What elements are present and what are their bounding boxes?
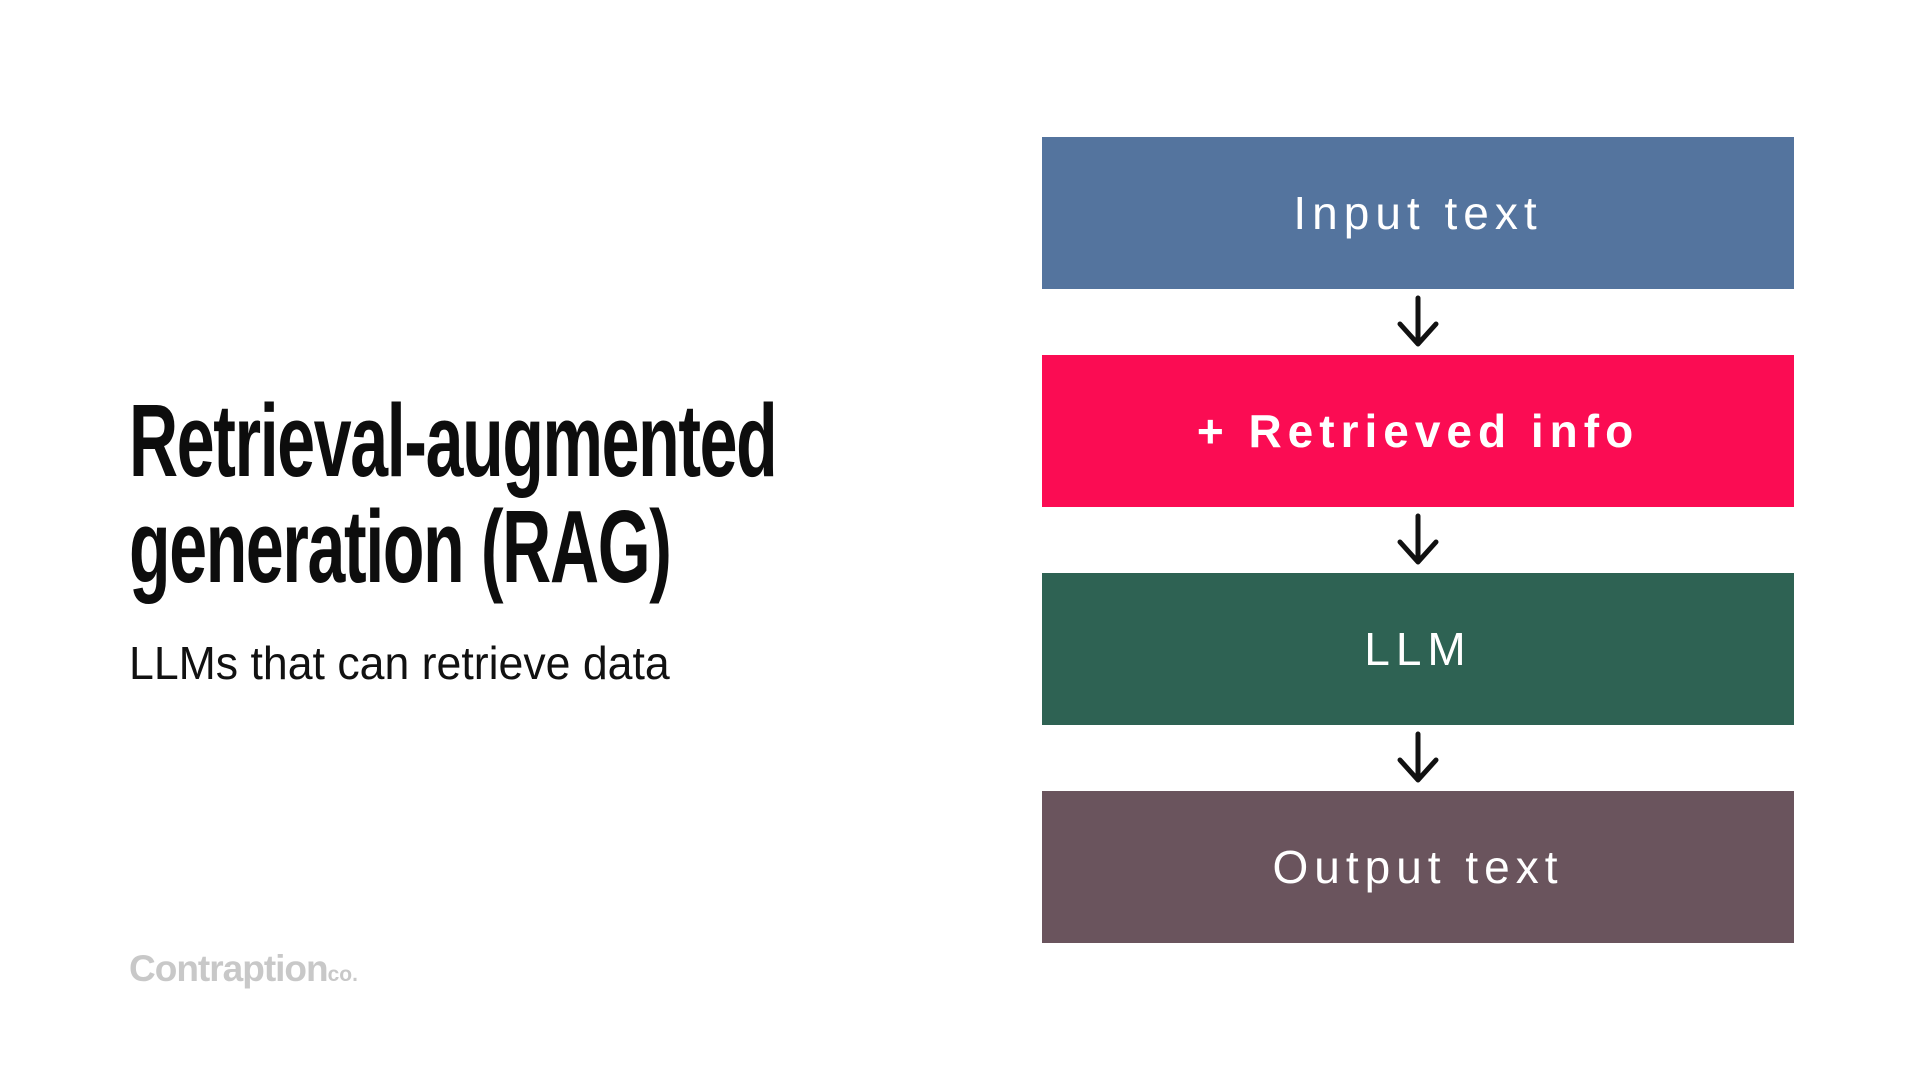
flow-node-input-text: Input text	[1042, 137, 1794, 289]
slide-title: Retrieval-augmented generation (RAG)	[129, 383, 778, 604]
slide-text-block: Retrieval-augmented generation (RAG) LLM…	[129, 388, 889, 690]
logo-wordmark: Contraption	[129, 948, 329, 989]
rag-flow-diagram: Input text + Retrieved info LLM Output t…	[1042, 137, 1794, 943]
flow-arrow-row	[1042, 289, 1794, 355]
contraption-logo: Contraptionco.	[129, 948, 358, 990]
flow-node-llm: LLM	[1042, 573, 1794, 725]
flow-arrow-row	[1042, 725, 1794, 791]
slide-title-line2: generation (RAG)	[129, 489, 672, 604]
logo-suffix: co.	[327, 963, 358, 986]
down-arrow-icon	[1397, 731, 1439, 783]
flow-node-output-text: Output text	[1042, 791, 1794, 943]
slide-subtitle: LLMs that can retrieve data	[129, 637, 670, 689]
flow-node-retrieved-info: + Retrieved info	[1042, 355, 1794, 507]
flow-arrow-row	[1042, 507, 1794, 573]
down-arrow-icon	[1397, 513, 1439, 565]
down-arrow-icon	[1397, 295, 1439, 347]
slide-title-line1: Retrieval-augmented	[129, 383, 778, 498]
